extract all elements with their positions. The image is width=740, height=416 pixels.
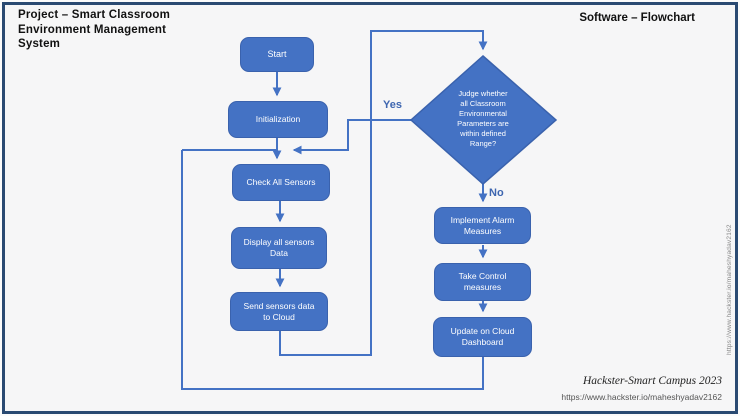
project-title: Project – Smart Classroom Environment Ma… bbox=[18, 9, 171, 50]
node-update-dashboard: Update on Cloud Dashboard bbox=[433, 317, 532, 357]
connector-update-feedback bbox=[181, 150, 484, 390]
node-display-data: Display all sensors Data bbox=[231, 227, 327, 269]
decision-diamond-shape bbox=[409, 54, 558, 186]
branch-label-no: No bbox=[489, 187, 504, 199]
footer-credit: Hackster-Smart Campus 2023 bbox=[582, 375, 722, 387]
connector-send-decision bbox=[279, 30, 488, 356]
branch-label-yes: Yes bbox=[383, 99, 402, 111]
node-decision-label: Judge whether all Classroom Environmenta… bbox=[457, 89, 509, 148]
node-send-to-cloud: Send sensors data to Cloud bbox=[230, 292, 328, 331]
connector-yes-branch bbox=[292, 119, 412, 155]
node-initialization: Initialization bbox=[228, 101, 328, 138]
node-check-sensors: Check All Sensors bbox=[232, 164, 330, 201]
footer-url-link[interactable]: https://www.hackster.io/maheshyadav2162 bbox=[561, 392, 722, 402]
node-control-measures: Take Control measures bbox=[434, 263, 531, 301]
node-start: Start bbox=[240, 37, 314, 72]
document-title: Software – Flowchart bbox=[579, 12, 695, 24]
node-alarm-measures: Implement Alarm Measures bbox=[434, 207, 531, 244]
